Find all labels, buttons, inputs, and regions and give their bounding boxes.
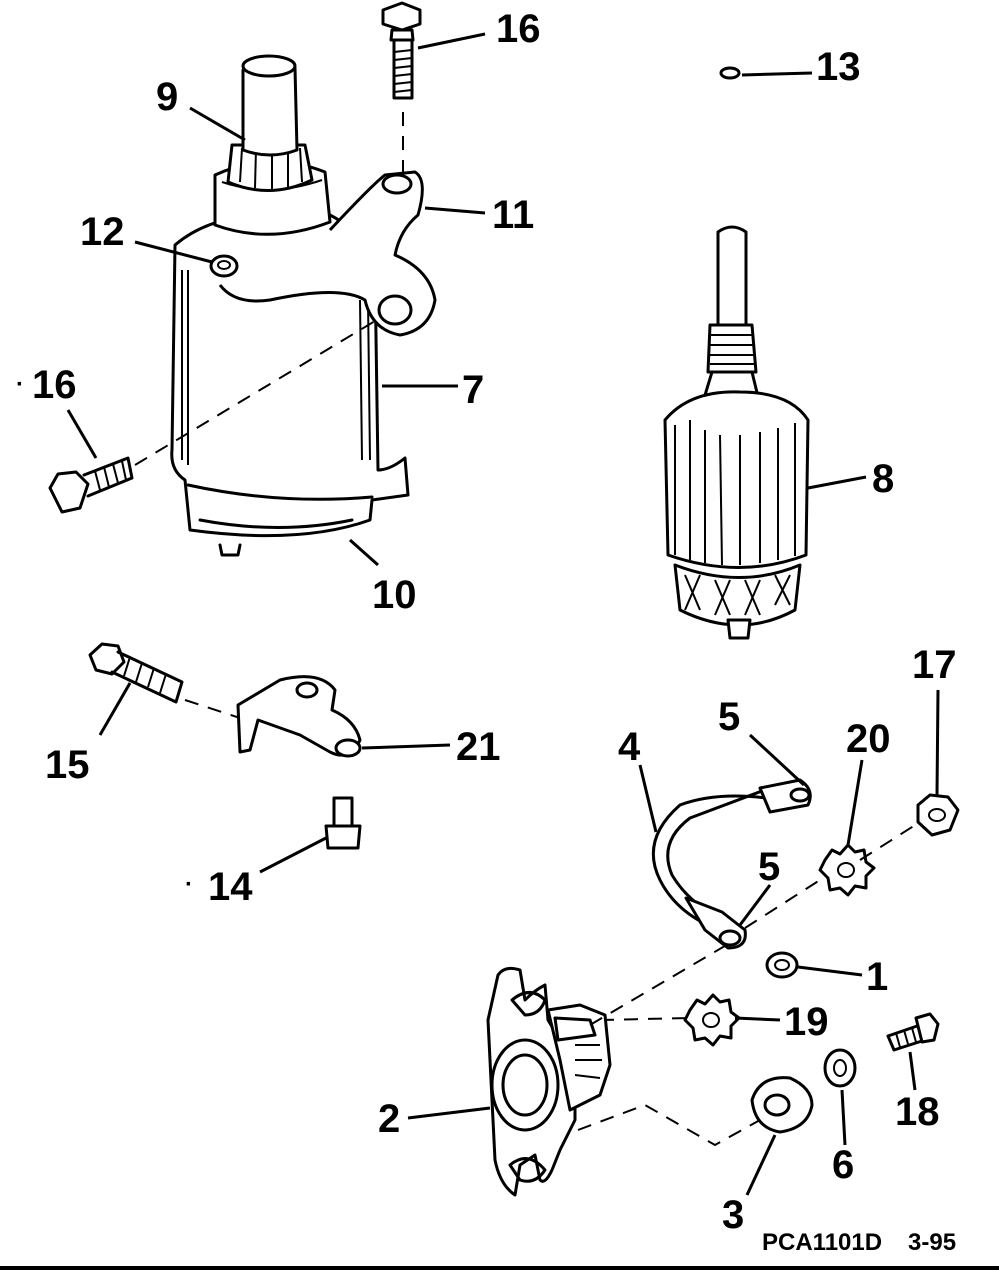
callout-18: 18	[895, 1090, 940, 1134]
screw-18	[886, 1012, 940, 1052]
callout-5-top: 5	[718, 695, 740, 739]
stray-dot: ·	[16, 371, 24, 398]
callout-1: 1	[866, 955, 888, 999]
callout-10: 10	[372, 573, 417, 617]
callout-17: 17	[912, 643, 957, 687]
bracket-21	[236, 675, 362, 758]
armature	[663, 225, 810, 640]
callout-21: 21	[456, 725, 501, 769]
callout-2: 2	[378, 1097, 400, 1141]
stray-dot-2: ·	[185, 871, 193, 898]
bolt-left	[48, 456, 134, 514]
callout-5-bottom: 5	[758, 845, 780, 889]
pinion-gear	[226, 54, 314, 192]
nut-17	[916, 793, 960, 837]
callout-13: 13	[816, 45, 861, 89]
callout-12: 12	[80, 210, 125, 254]
callout-15: 15	[45, 743, 90, 787]
callout-9: 9	[156, 75, 178, 119]
callout-14: 14	[208, 865, 253, 909]
grommet-3	[750, 1076, 814, 1134]
callout-16-left: 16	[32, 363, 77, 407]
starter-motor-housing	[170, 160, 437, 557]
callout-3: 3	[722, 1193, 744, 1237]
washer-6	[823, 1048, 857, 1088]
o-ring	[719, 66, 741, 80]
screw-14	[324, 796, 362, 850]
lockwasher-20	[818, 843, 876, 897]
revision-date: 3-95	[908, 1229, 956, 1256]
bolt-top	[381, 1, 422, 100]
part-code: PCA1101D	[762, 1229, 882, 1256]
cable-assembly	[651, 778, 812, 950]
solenoid-bracket	[486, 966, 612, 1197]
lockwasher-19	[683, 993, 741, 1047]
callout-4: 4	[618, 725, 641, 769]
callout-7: 7	[462, 368, 484, 412]
callout-8: 8	[872, 457, 894, 501]
callout-labels: 16 13 9 11 12 7 16 8 10 17 5 20 4 21 15 …	[32, 7, 957, 1237]
callout-19: 19	[784, 1000, 829, 1044]
callout-16-top: 16	[496, 7, 541, 51]
callout-20: 20	[846, 717, 891, 761]
bolt-15	[88, 642, 184, 704]
callout-11: 11	[492, 193, 534, 237]
callout-6: 6	[832, 1143, 854, 1187]
washer-1	[765, 951, 799, 979]
leader-lines	[66, 32, 940, 1196]
